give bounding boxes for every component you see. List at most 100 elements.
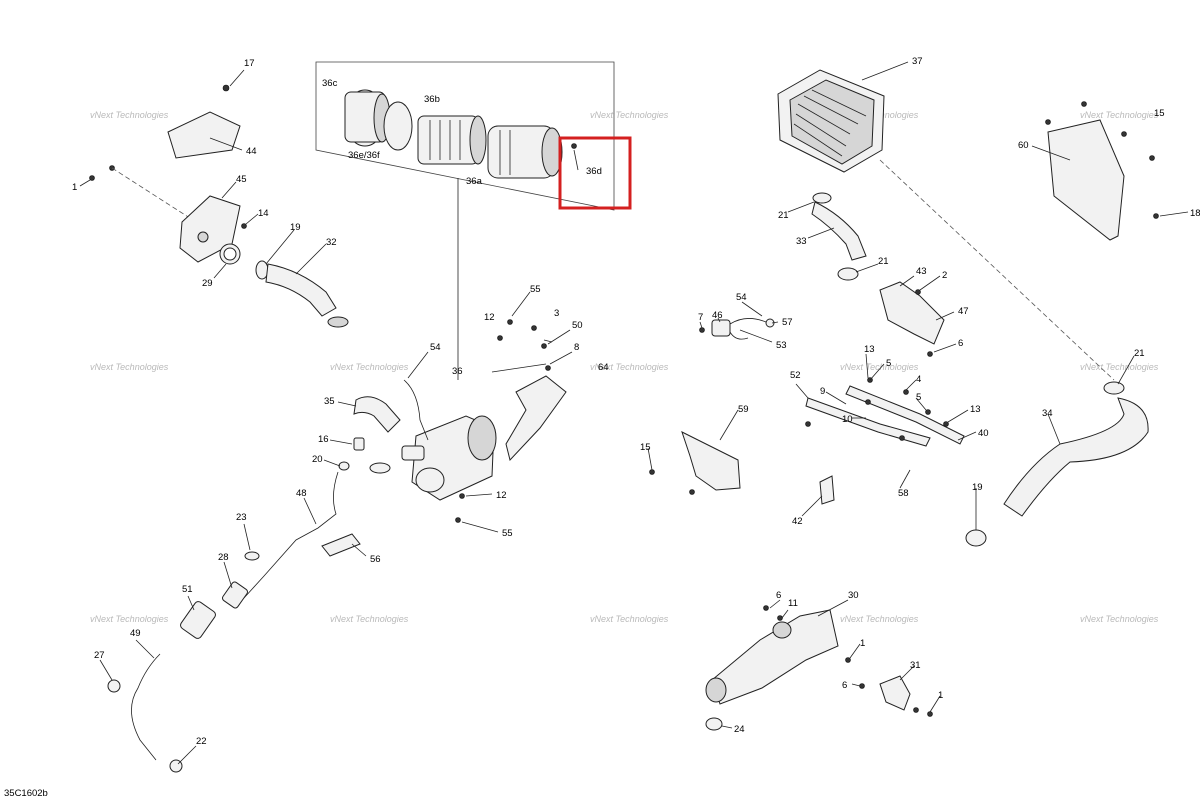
intercooler-group <box>777 69 1115 381</box>
oil-line-group <box>107 471 361 773</box>
watermark: vNext Technologies <box>840 614 919 624</box>
rail-58 <box>805 377 965 505</box>
callout-36c: 36c <box>322 78 338 89</box>
callout-52: 52 <box>790 370 801 381</box>
callout-5: 5 <box>916 392 921 403</box>
watermark: vNext Technologies <box>1080 362 1159 372</box>
watermark: vNext Technologies <box>90 362 169 372</box>
callout-28: 28 <box>218 552 229 563</box>
callout-50: 50 <box>572 320 583 331</box>
callout-60: 60 <box>1018 140 1029 151</box>
sensor-group <box>699 318 775 340</box>
callout-48: 48 <box>296 488 307 499</box>
callout-9: 9 <box>820 386 825 397</box>
callout-13: 13 <box>864 344 875 355</box>
watermark: vNext Technologies <box>90 110 169 120</box>
callout-14: 14 <box>258 208 269 219</box>
callout-36e-36f: 36e/36f <box>348 150 380 161</box>
diagram-code: 35C1602b <box>4 788 48 799</box>
callout-6: 6 <box>958 338 963 349</box>
watermark: vNext Technologies <box>1080 110 1159 120</box>
leader-lines <box>79 61 1189 765</box>
callout-19: 19 <box>290 222 301 233</box>
callout-36a: 36a <box>466 176 483 187</box>
callout-21: 21 <box>1134 348 1145 359</box>
air-filter-exploded-view <box>315 61 632 380</box>
callout-54: 54 <box>430 342 441 353</box>
callout-29: 29 <box>202 278 213 289</box>
bracket-60 <box>1045 101 1159 241</box>
highlight-box-36d <box>558 136 632 210</box>
watermark: vNext Technologies <box>590 110 669 120</box>
callout-58: 58 <box>898 488 909 499</box>
callout-47: 47 <box>958 306 969 317</box>
callout-31: 31 <box>910 660 921 671</box>
callout-43: 43 <box>916 266 927 277</box>
callout-24: 24 <box>734 724 745 735</box>
callout-57: 57 <box>782 317 793 328</box>
callout-51: 51 <box>182 584 193 595</box>
callout-10: 10 <box>842 414 853 425</box>
callout-8: 8 <box>574 342 579 353</box>
callout-34: 34 <box>1042 408 1053 419</box>
callout-36d: 36d <box>586 166 602 177</box>
callout-19: 19 <box>972 482 983 493</box>
callout-4: 4 <box>916 374 921 385</box>
callout-6: 6 <box>776 590 781 601</box>
callout-36: 36 <box>452 366 463 377</box>
callout-13: 13 <box>970 404 981 415</box>
callout-32: 32 <box>326 237 337 248</box>
watermark: vNext Technologies <box>90 614 169 624</box>
callout-16: 16 <box>318 434 329 445</box>
callout-11: 11 <box>788 598 798 609</box>
callout-1: 1 <box>938 690 943 701</box>
callout-3: 3 <box>554 308 559 319</box>
callout-64: 64 <box>598 362 609 373</box>
callout-40: 40 <box>978 428 989 439</box>
callout-21: 21 <box>878 256 889 267</box>
callout-15: 15 <box>1154 108 1165 119</box>
callout-53: 53 <box>776 340 787 351</box>
manifold-30 <box>705 605 933 731</box>
callout-17: 17 <box>244 58 255 69</box>
callout-1: 1 <box>860 638 865 649</box>
callout-36b: 36b <box>424 94 440 105</box>
callout-27: 27 <box>94 650 105 661</box>
shroud-43-47 <box>879 281 945 357</box>
watermark: vNext Technologies <box>840 362 919 372</box>
callout-20: 20 <box>312 454 323 465</box>
callout-18: 18 <box>1190 208 1200 219</box>
callout-21: 21 <box>778 210 789 221</box>
watermark: vNext Technologies <box>1080 614 1159 624</box>
watermark: vNext Technologies <box>330 362 409 372</box>
callout-7: 7 <box>698 312 703 323</box>
turbo-center-group <box>338 319 567 523</box>
watermark: vNext Technologies <box>590 362 669 372</box>
callout-49: 49 <box>130 628 141 639</box>
duct-34 <box>965 381 1149 547</box>
callout-30: 30 <box>848 590 859 601</box>
callout-5: 5 <box>886 358 891 369</box>
callout-54: 54 <box>736 292 747 303</box>
callout-33: 33 <box>796 236 807 247</box>
watermarks: vNext Technologies vNext Technologies vN… <box>90 110 1159 624</box>
callout-45: 45 <box>236 174 247 185</box>
callout-12: 12 <box>484 312 495 323</box>
callout-56: 56 <box>370 554 381 565</box>
callout-6: 6 <box>842 680 847 691</box>
watermark: vNext Technologies <box>330 614 409 624</box>
bracket-59 <box>649 431 741 495</box>
watermark: vNext Technologies <box>590 614 669 624</box>
callout-55: 55 <box>502 528 513 539</box>
callout-numbers: 17 44 1 45 14 19 32 29 36c 36b 36e/36f 3… <box>72 56 1200 747</box>
callout-2: 2 <box>942 270 947 281</box>
callout-15: 15 <box>640 442 651 453</box>
left-bracket-group <box>89 84 349 328</box>
callout-35: 35 <box>324 396 335 407</box>
callout-44: 44 <box>246 146 257 157</box>
callout-12: 12 <box>496 490 507 501</box>
callout-59: 59 <box>738 404 749 415</box>
callout-42: 42 <box>792 516 803 527</box>
callout-23: 23 <box>236 512 247 523</box>
